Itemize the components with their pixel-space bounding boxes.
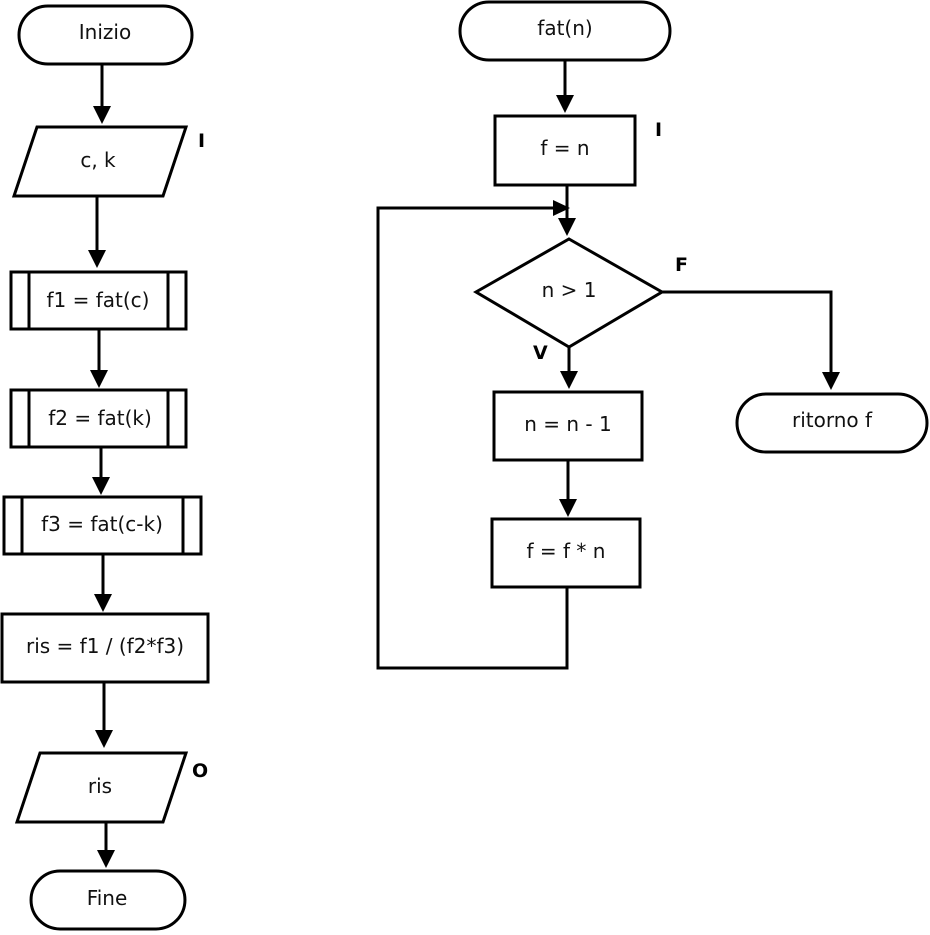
arrow-header-to-init	[556, 60, 574, 113]
subprocess-f2-label: f2 = fat(k)	[48, 406, 152, 430]
true-branch-label: V	[533, 342, 548, 364]
process-compute: ris = f1 / (f2*f3)	[0, 612, 210, 684]
decision-diamond: n > 1	[473, 237, 665, 349]
arrow-true-to-decrement	[560, 347, 578, 389]
arrow-f1-to-f2	[90, 329, 108, 388]
input-tag: I	[198, 130, 205, 152]
output-label: ris	[88, 774, 112, 798]
false-branch-label: F	[675, 254, 688, 276]
return-label: ritorno f	[792, 408, 873, 432]
process-multiply: f = f * n	[490, 517, 642, 589]
decision-label: n > 1	[542, 278, 597, 302]
process-decrement: n = n - 1	[492, 390, 644, 462]
end-label: Fine	[87, 886, 128, 910]
arrow-decrement-to-multiply	[559, 460, 577, 517]
process-init-label: f = n	[540, 136, 589, 160]
end-terminator: Fine	[29, 869, 187, 931]
arrow-input-to-f1	[88, 196, 106, 268]
start-terminator: Inizio	[17, 4, 194, 66]
loop-back-arrow	[376, 200, 570, 670]
subprocess-f1-label: f1 = fat(c)	[47, 288, 150, 312]
output-parallelogram: ris	[14, 751, 189, 824]
process-decrement-label: n = n - 1	[524, 412, 611, 436]
init-tag: I	[655, 119, 662, 141]
process-init: f = n	[493, 114, 637, 187]
arrow-start-to-input	[93, 64, 111, 124]
arrow-init-to-decision	[558, 185, 576, 236]
start-label: Inizio	[79, 20, 131, 44]
process-compute-label: ris = f1 / (f2*f3)	[26, 634, 184, 658]
arrow-f2-to-f3	[92, 447, 110, 495]
function-header-label: fat(n)	[537, 16, 592, 40]
return-terminator: ritorno f	[735, 392, 929, 454]
subprocess-f1: f1 = fat(c)	[9, 270, 188, 331]
output-tag: O	[192, 760, 208, 782]
subprocess-f2: f2 = fat(k)	[9, 388, 188, 449]
subprocess-f3: f3 = fat(c-k)	[2, 495, 203, 556]
arrow-false-to-return	[662, 290, 840, 390]
process-multiply-label: f = f * n	[527, 539, 606, 563]
arrow-output-to-end	[97, 822, 115, 868]
arrow-compute-to-output	[95, 682, 113, 748]
input-label: c, k	[80, 148, 116, 172]
input-parallelogram: c, k	[11, 125, 189, 198]
function-header-terminator: fat(n)	[458, 0, 672, 62]
subprocess-f3-label: f3 = fat(c-k)	[41, 512, 163, 536]
arrow-f3-to-compute	[94, 554, 112, 612]
